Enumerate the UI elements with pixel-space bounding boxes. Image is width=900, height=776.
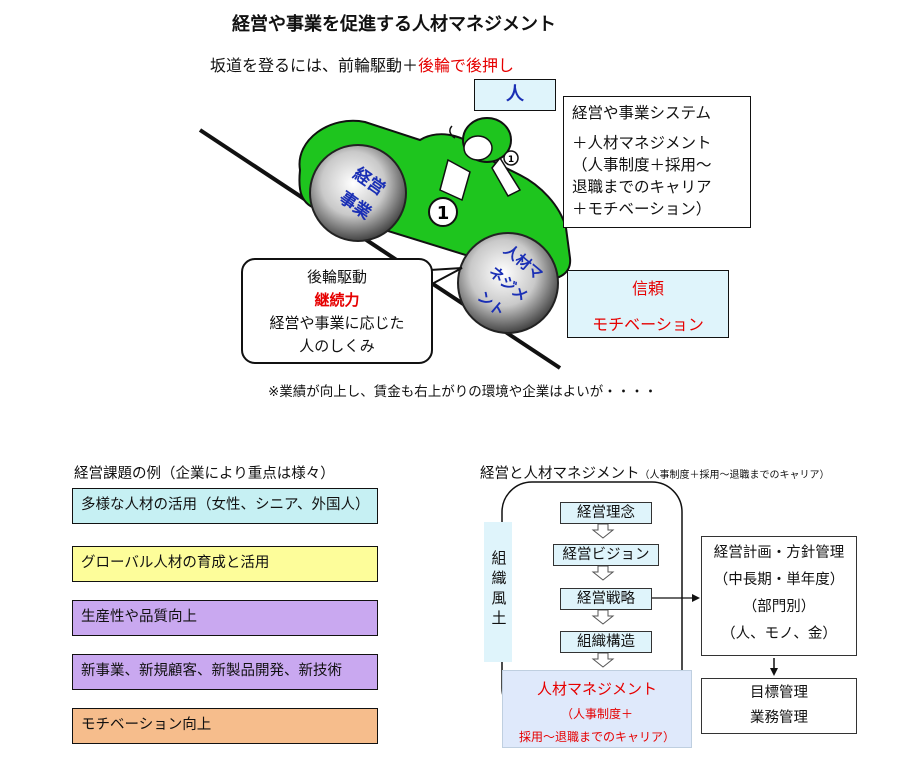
system-box: 経営や事業システム ＋人材マネジメント （人事制度＋採用～ 退職までのキャリア … xyxy=(563,96,751,228)
culture-label-bg xyxy=(484,522,512,662)
car-number-badge xyxy=(428,197,458,227)
culture-label: 組織風土 xyxy=(491,549,507,627)
plan-box: 経営計画・方針管理 （中長期・単年度） （部門別） （人、モノ、金） xyxy=(701,536,857,656)
rear-drive-box: 後輪駆動 継続力 経営や事業に応じた 人のしくみ xyxy=(241,258,433,364)
hito-box: 人 xyxy=(474,79,556,111)
subtitle: 坂道を登るには、前輪駆動＋後輪で後押し xyxy=(210,56,515,75)
down-arrows xyxy=(591,523,615,668)
car-number: 1 xyxy=(437,203,450,224)
issue-item: 新事業、新規顧客、新製品開発、新技術 xyxy=(72,654,378,690)
rear-wheel xyxy=(457,232,559,334)
page-title: 経営や事業を促進する人材マネジメント xyxy=(232,14,556,35)
issues-heading: 経営課題の例（企業により重点は様々） xyxy=(74,466,335,482)
trust-box: 信頼 モチベーション xyxy=(567,270,729,338)
step-vision: 経営ビジョン xyxy=(553,544,659,566)
issue-item: グローバル人材の育成と活用 xyxy=(72,546,378,582)
flow-heading: 経営と人材マネジメント（人事制度＋採用～退職までのキャリア） xyxy=(480,466,830,482)
issue-item: 生産性や品質向上 xyxy=(72,600,378,636)
step-strategy: 経営戦略 xyxy=(560,588,652,610)
front-wheel xyxy=(309,144,407,242)
helmet-number: 1 xyxy=(508,155,514,165)
goal-box: 目標管理 業務管理 xyxy=(701,678,857,734)
note-text: ※業績が向上し、賃金も右上がりの環境や企業はよいが・・・・ xyxy=(268,384,658,400)
issue-item: 多様な人材の活用（女性、シニア、外国人） xyxy=(72,488,378,524)
step-structure: 組織構造 xyxy=(560,631,652,653)
issue-item: モチベーション向上 xyxy=(72,708,378,744)
step-philosophy: 経営理念 xyxy=(560,502,652,524)
hr-management-box: 人材マネジメント （人事制度＋ 採用～退職までのキャリア） xyxy=(502,670,692,748)
